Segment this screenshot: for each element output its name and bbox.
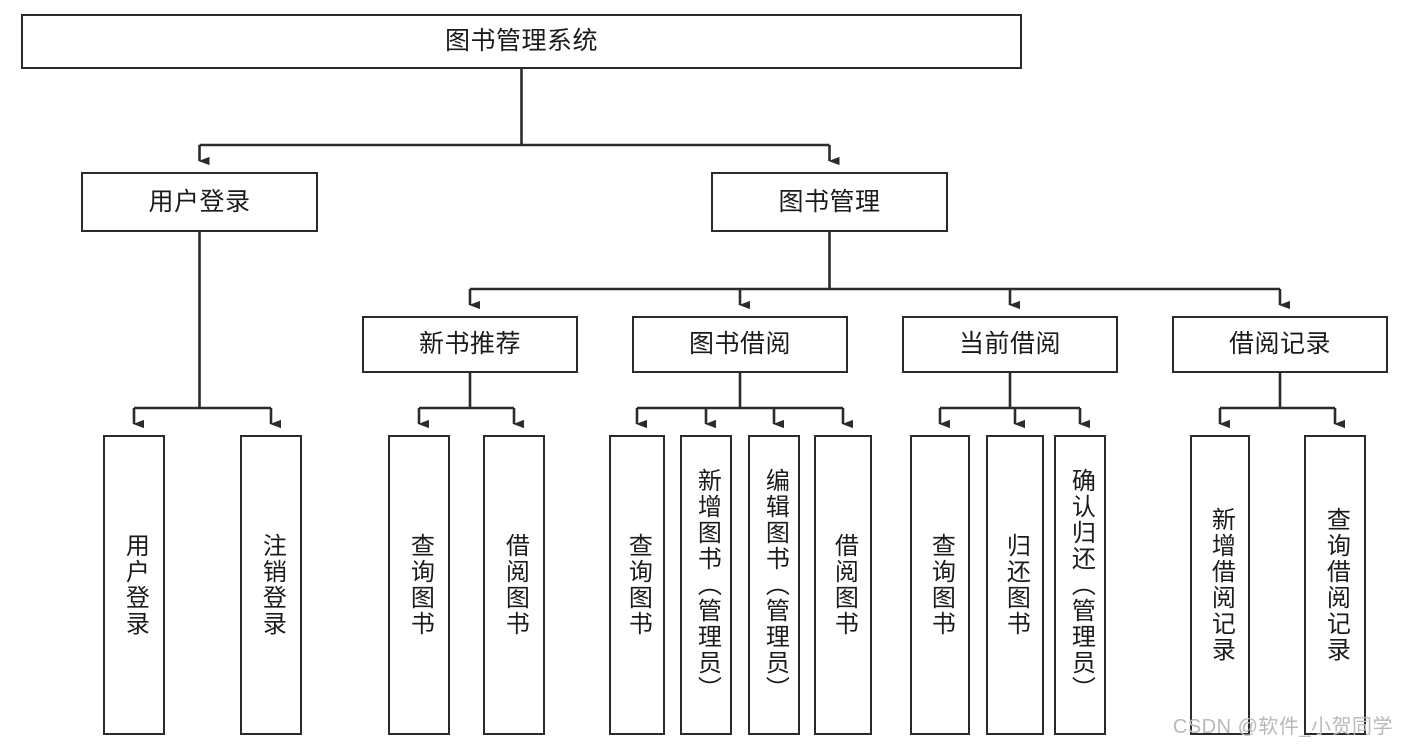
leaf-user-login-label: 用户登录 <box>121 533 149 637</box>
leaf-br-query-record[interactable]: 查询借阅记录 <box>1304 435 1366 735</box>
node-user-login-label: 用户登录 <box>148 187 251 216</box>
leaf-br-add-record[interactable]: 新增借阅记录 <box>1190 435 1250 735</box>
leaf-cb-query-book-label: 查询图书 <box>927 533 955 637</box>
node-book-management[interactable]: 图书管理 <box>711 172 948 232</box>
node-root-label: 图书管理系统 <box>444 27 598 56</box>
leaf-rec-borrow-book-label: 借阅图书 <box>501 533 529 637</box>
node-book-borrowing[interactable]: 图书借阅 <box>632 316 848 373</box>
node-new-book-recommendation-label: 新书推荐 <box>418 330 521 359</box>
leaf-bb-add-book-admin[interactable]: 新增图书（管理员） <box>680 435 732 735</box>
node-current-borrowing[interactable]: 当前借阅 <box>902 316 1118 373</box>
leaf-cb-confirm-return-admin[interactable]: 确认归还（管理员） <box>1054 435 1106 735</box>
node-new-book-recommendation[interactable]: 新书推荐 <box>362 316 578 373</box>
leaf-br-add-record-label: 新增借阅记录 <box>1207 507 1235 663</box>
leaf-bb-query-book[interactable]: 查询图书 <box>609 435 665 735</box>
leaf-bb-edit-book-admin[interactable]: 编辑图书（管理员） <box>748 435 800 735</box>
leaf-bb-query-book-label: 查询图书 <box>624 533 652 637</box>
leaf-bb-borrow-book[interactable]: 借阅图书 <box>814 435 872 735</box>
node-current-borrowing-label: 当前借阅 <box>958 330 1061 359</box>
leaf-bb-add-book-admin-label: 新增图书（管理员） <box>693 468 721 702</box>
leaf-cb-query-book[interactable]: 查询图书 <box>910 435 970 735</box>
leaf-bb-borrow-book-label: 借阅图书 <box>830 533 858 637</box>
node-borrowing-records-label: 借阅记录 <box>1228 330 1331 359</box>
leaf-cb-return-book-label: 归还图书 <box>1002 533 1030 637</box>
leaf-bb-edit-book-admin-label: 编辑图书（管理员） <box>761 468 789 702</box>
leaf-br-query-record-label: 查询借阅记录 <box>1322 507 1350 663</box>
leaf-rec-borrow-book[interactable]: 借阅图书 <box>483 435 545 735</box>
leaf-user-logout[interactable]: 注销登录 <box>240 435 302 735</box>
node-book-management-label: 图书管理 <box>778 187 881 216</box>
node-root[interactable]: 图书管理系统 <box>21 14 1022 69</box>
leaf-user-login[interactable]: 用户登录 <box>103 435 165 735</box>
leaf-cb-return-book[interactable]: 归还图书 <box>986 435 1044 735</box>
leaf-user-logout-label: 注销登录 <box>258 533 286 637</box>
leaf-cb-confirm-return-admin-label: 确认归还（管理员） <box>1067 468 1095 702</box>
leaf-rec-query-book-label: 查询图书 <box>406 533 434 637</box>
node-borrowing-records[interactable]: 借阅记录 <box>1172 316 1388 373</box>
node-book-borrowing-label: 图书借阅 <box>688 330 791 359</box>
leaf-rec-query-book[interactable]: 查询图书 <box>388 435 450 735</box>
node-user-login[interactable]: 用户登录 <box>81 172 318 232</box>
